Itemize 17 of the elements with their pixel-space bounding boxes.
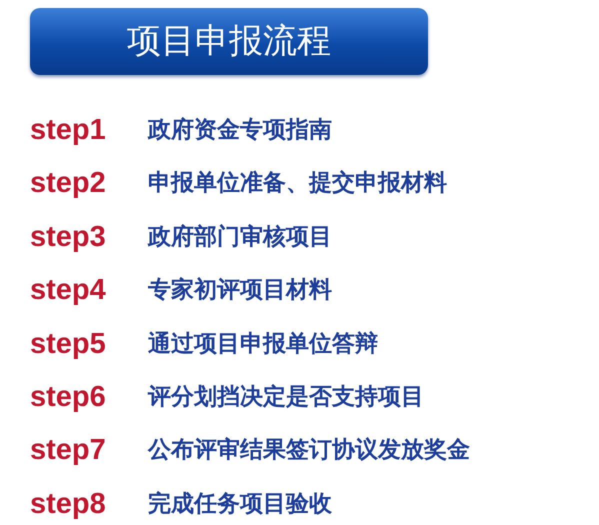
step-description: 评分划挡决定是否支持项目 (148, 383, 424, 412)
step-description: 政府资金专项指南 (148, 116, 332, 145)
step-number: step6 (30, 380, 106, 415)
step-number: step1 (30, 113, 106, 148)
step-number: step4 (30, 273, 106, 308)
step-description: 完成任务项目验收 (148, 490, 332, 519)
step-description: 政府部门审核项目 (148, 222, 332, 252)
step-description: 专家初评项目材料 (148, 276, 332, 306)
title-banner: 项目申报流程 (30, 8, 428, 75)
step-description: 公布评审结果签订协议发放奖金 (148, 436, 470, 466)
step-description: 通过项目申报单位答辩 (148, 330, 378, 359)
step-number: step7 (30, 433, 106, 468)
step-description: 申报单位准备、提交申报材料 (148, 169, 447, 198)
step-number: step8 (30, 486, 106, 522)
step-number: step3 (30, 220, 106, 255)
step-number: step5 (30, 326, 106, 362)
step-number: step2 (30, 166, 106, 202)
